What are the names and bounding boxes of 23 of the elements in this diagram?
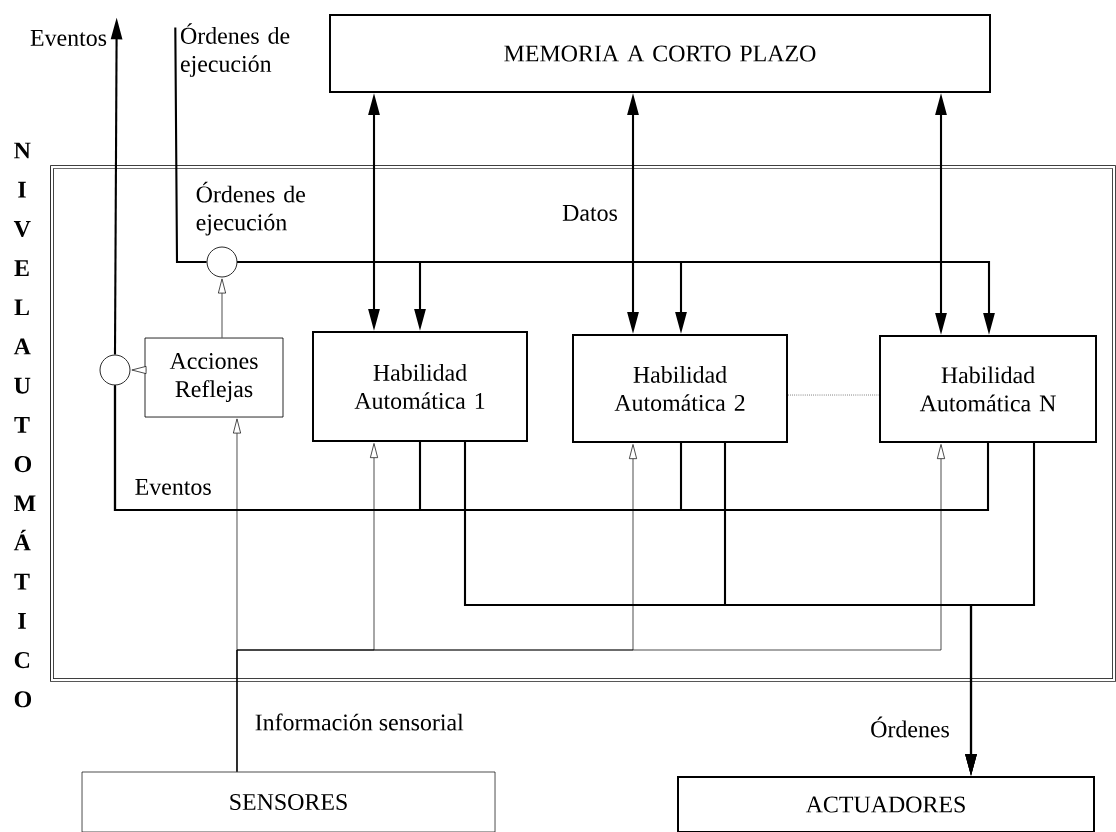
connector-line bbox=[174, 27, 207, 264]
arrow bbox=[218, 278, 226, 338]
process-box: SENSORES bbox=[81, 771, 496, 832]
edge-label: Información sensorial bbox=[253, 712, 466, 732]
side-label: Órdenes de ejecución bbox=[196, 181, 305, 236]
process-box: ACTUADORES bbox=[677, 776, 1095, 832]
connector-line bbox=[113, 385, 990, 512]
edge-label: Eventos bbox=[133, 477, 214, 497]
arrow bbox=[236, 444, 945, 772]
arrow bbox=[131, 366, 147, 374]
dotted-line bbox=[787, 394, 880, 396]
text-label: Eventos bbox=[30, 30, 107, 46]
edge-label: Órdenes bbox=[868, 715, 952, 739]
junction-circle bbox=[206, 246, 238, 278]
process-box: Acciones Reflejas bbox=[144, 337, 284, 418]
process-box: Habilidad Automática 2 bbox=[572, 334, 788, 443]
process-box: Habilidad Automática N bbox=[879, 335, 1097, 443]
edge-label: Datos bbox=[560, 203, 620, 223]
vertical-heading: NIVEL AUTOMÁTICO bbox=[13, 142, 36, 708]
text-label: Órdenes de ejecución bbox=[180, 23, 290, 77]
junction-circle bbox=[99, 354, 131, 386]
process-box: MEMORIA A CORTO PLAZO bbox=[329, 14, 991, 93]
process-box: Habilidad Automática 1 bbox=[312, 331, 528, 442]
